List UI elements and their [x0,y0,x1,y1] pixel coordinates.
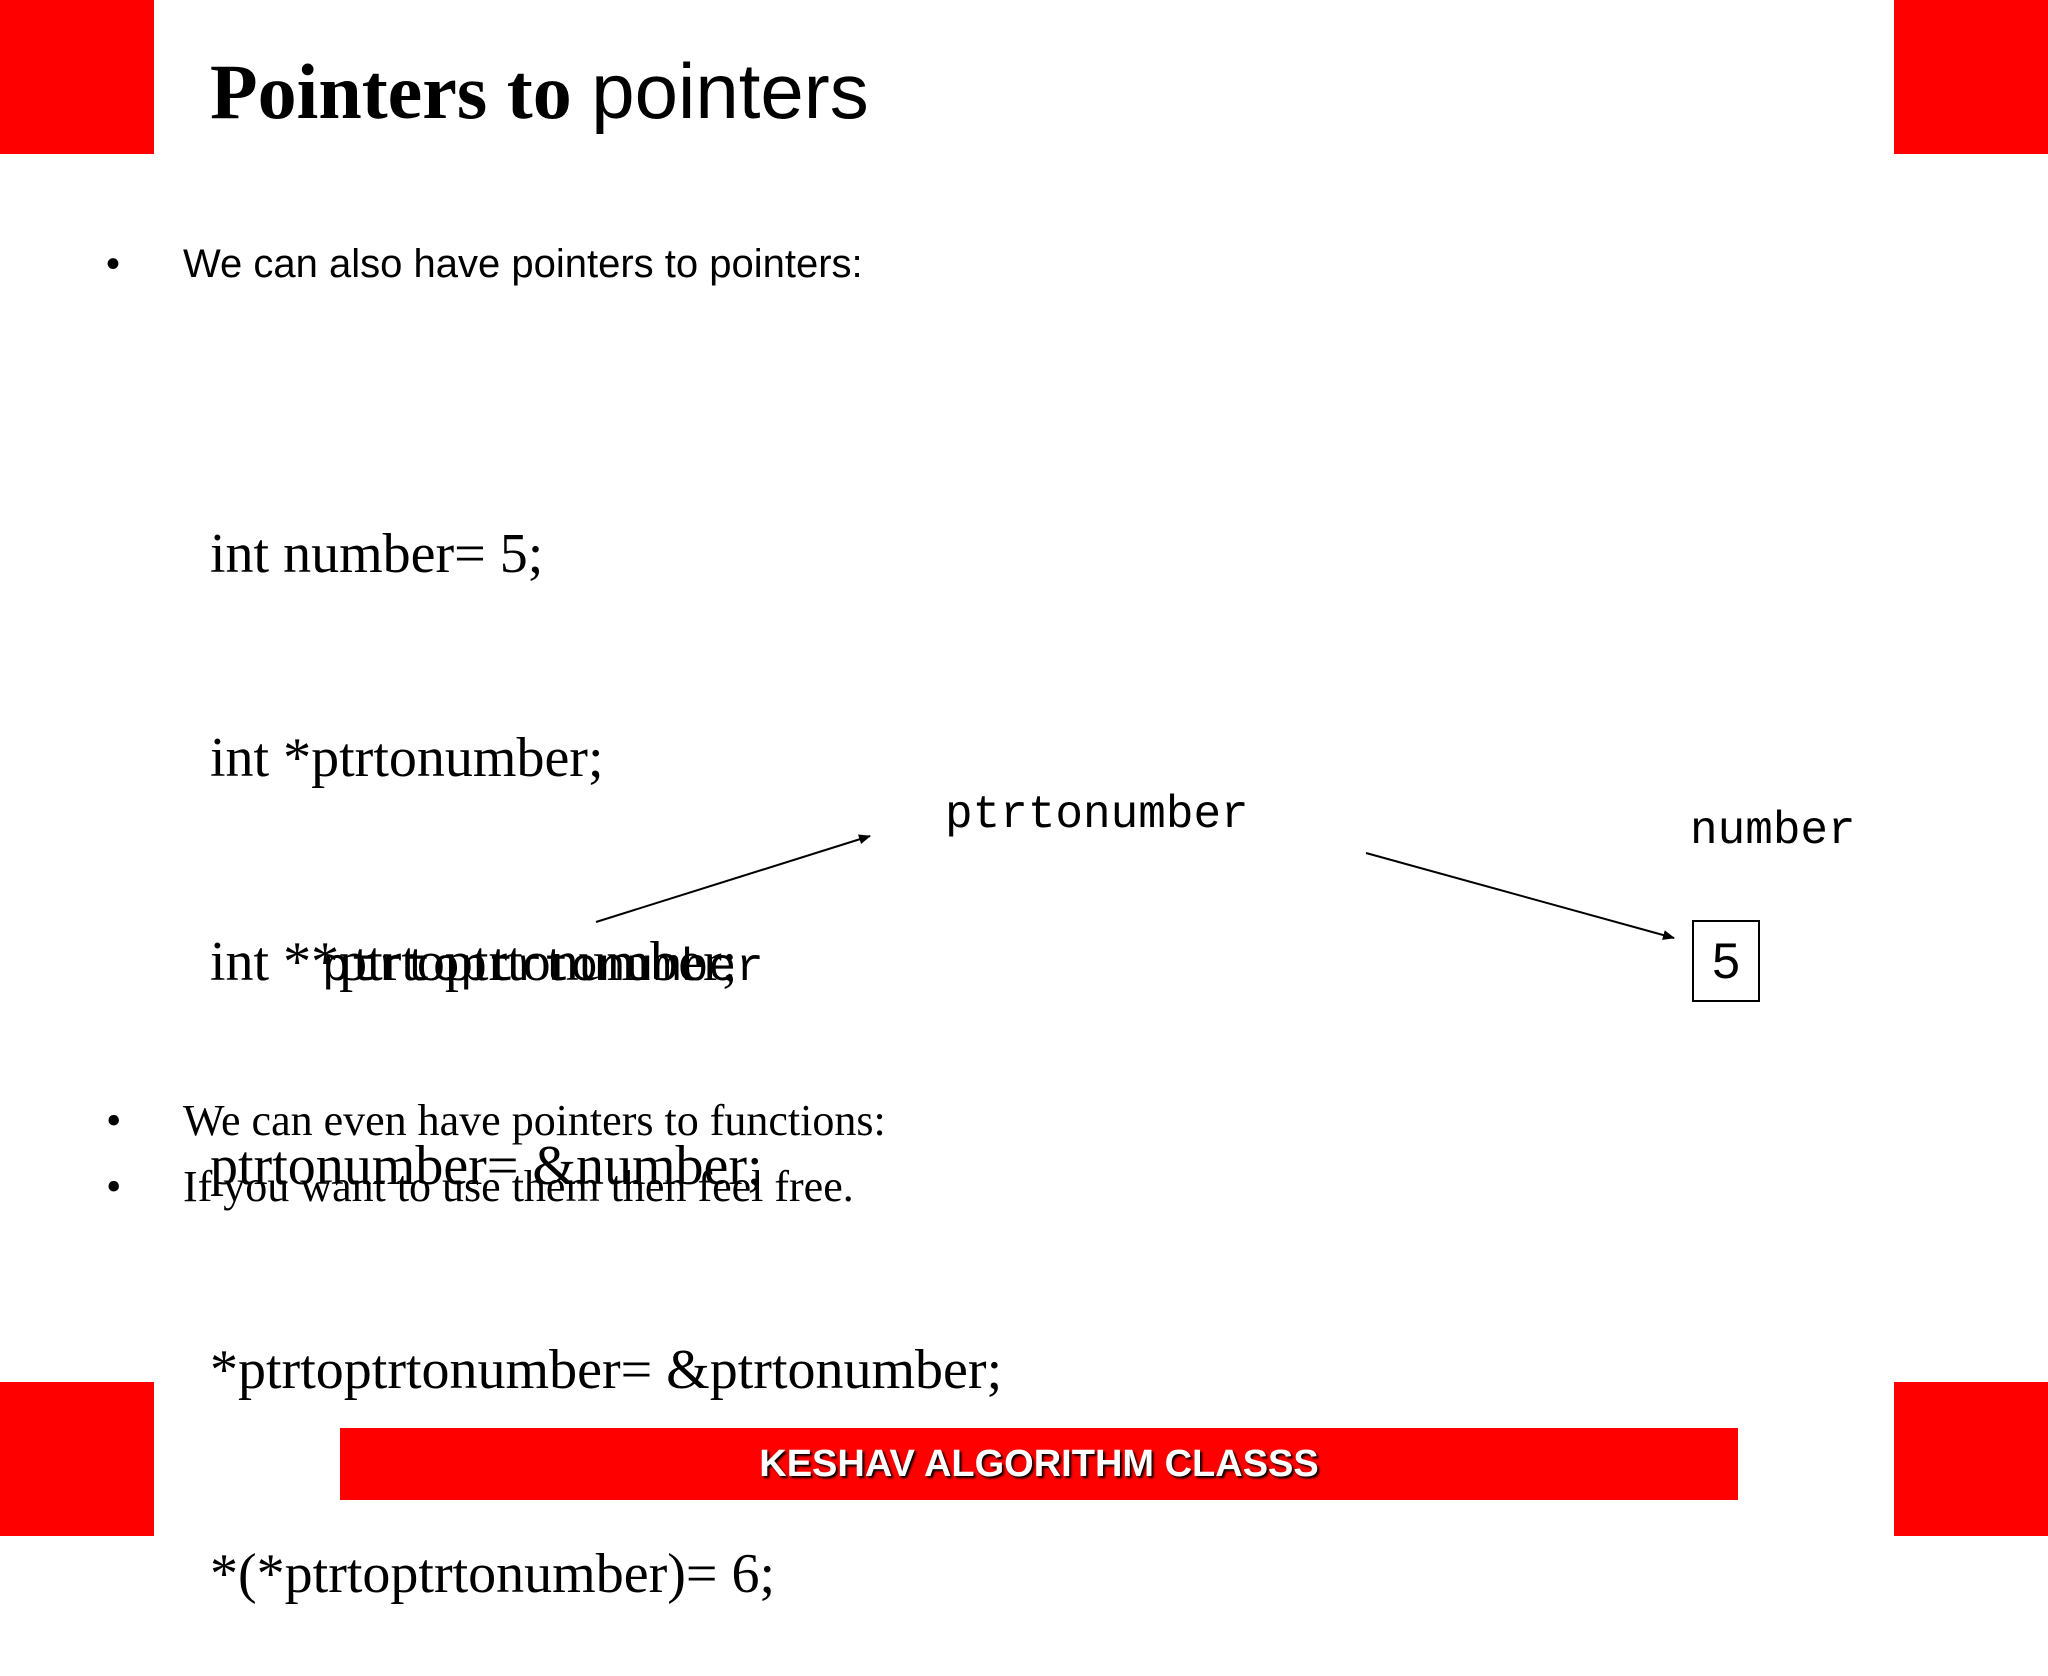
corner-decoration-bottom-right [1894,1382,2048,1536]
corner-decoration-top-left [0,0,154,154]
bullet-dot: • [106,1162,122,1211]
code-line: int number= 5; [210,523,544,585]
bullet-dot: • [106,1096,122,1145]
bullet-dot: • [106,242,121,286]
code-line: ptrtonumber= &number; [210,1135,763,1197]
code-line: int *ptrtonumber; [210,727,604,789]
diagram-label-ptrtoptrtonumber: ptrtoptrtonumber [322,942,764,994]
slide-title-bold: Pointers to [210,48,572,135]
slide-title: Pointers to pointers [210,52,869,131]
corner-decoration-bottom-left [0,1382,154,1536]
corner-decoration-top-right [1894,0,2048,154]
diagram-label-number: number [1690,805,1856,857]
code-line: *(*ptrtoptrtonumber)= 6; [210,1543,776,1605]
footer-banner: KESHAV ALGORITHM CLASSS [340,1428,1738,1500]
diagram-label-ptrtonumber: ptrtonumber [945,789,1249,841]
number-value-box: 5 [1692,920,1760,1002]
arrow-to-number [1365,852,1675,940]
code-line: *ptrtoptrtonumber= &ptrtonumber; [210,1339,1003,1401]
intro-bullet-text: We can also have pointers to pointers: [183,242,863,286]
bullet-text: If you want to use them then feel free. [183,1162,854,1211]
code-line: int **ptrtoptrtonumber; [210,931,738,993]
bullet-text: We can even have pointers to functions: [183,1096,886,1145]
footer-text: KESHAV ALGORITHM CLASSS [759,1443,1319,1485]
slide-title-rest: pointers [591,47,869,135]
